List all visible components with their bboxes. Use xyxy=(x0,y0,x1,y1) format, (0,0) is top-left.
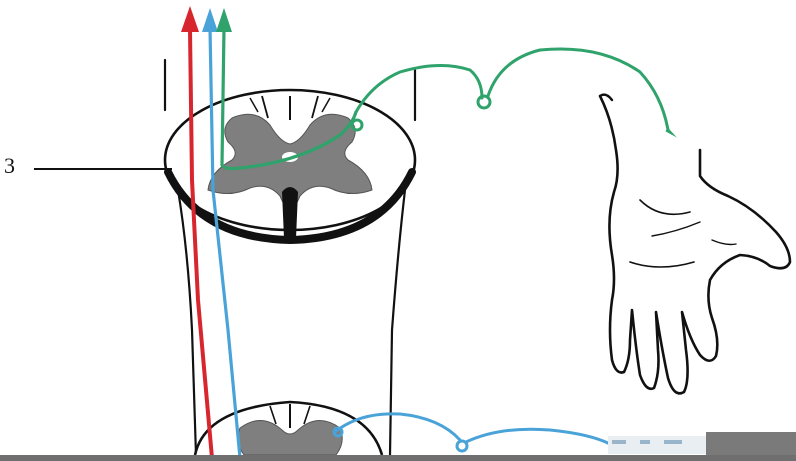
scan-edge-bar xyxy=(0,455,796,461)
red-arrowhead xyxy=(181,6,199,32)
lower-cross-section xyxy=(195,402,382,455)
blue-arrowhead xyxy=(202,8,218,32)
tract-arrowheads xyxy=(181,6,232,32)
upper-cross-section xyxy=(165,90,415,240)
callout-label-3: 3 xyxy=(4,155,15,177)
scan-artifact xyxy=(608,436,706,454)
green-arrowhead xyxy=(216,8,232,32)
blue-tract xyxy=(210,28,240,458)
hand-illustration xyxy=(600,95,790,394)
